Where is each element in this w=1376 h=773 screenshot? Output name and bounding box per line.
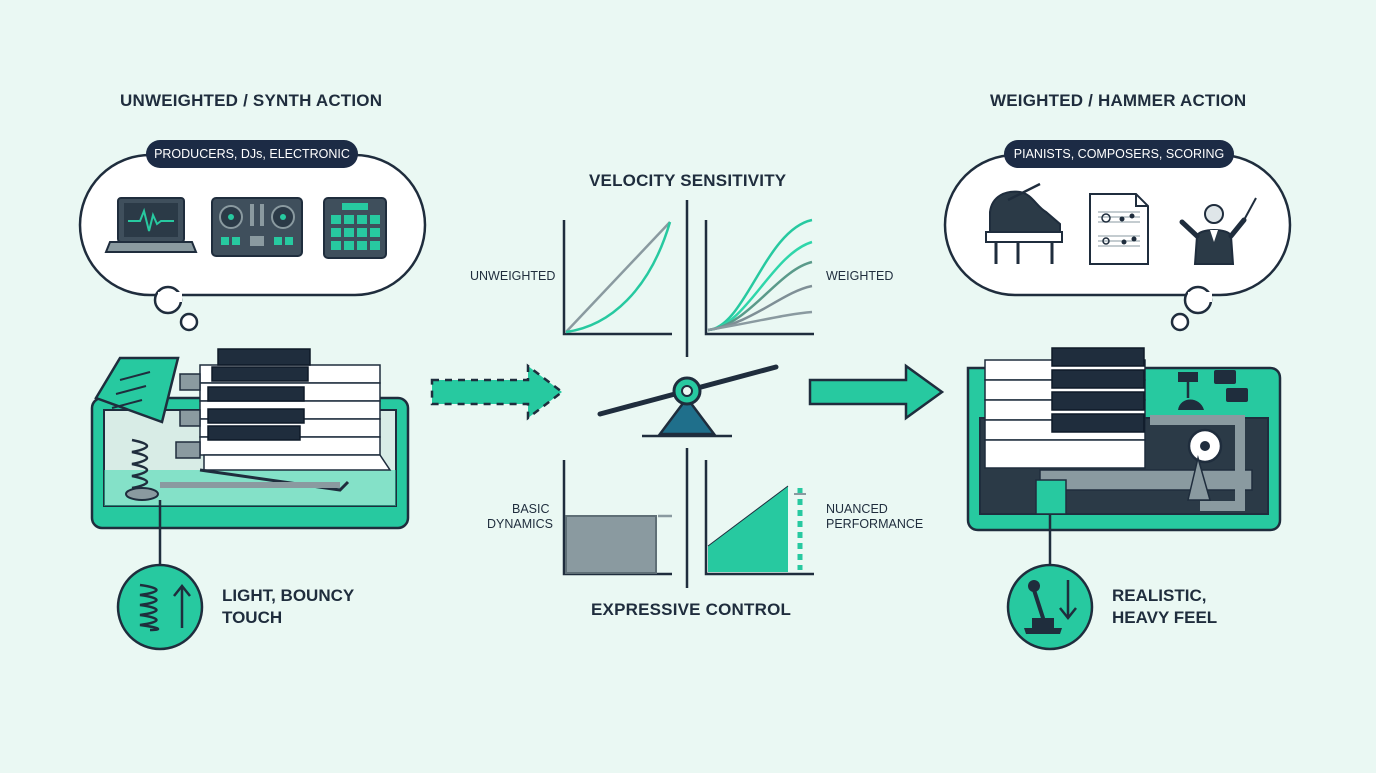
keyboard-spring — [125, 438, 159, 501]
left-title: UNWEIGHTED / SYNTH ACTION — [120, 91, 383, 110]
nuanced-label-line2: PERFORMANCE — [826, 517, 924, 531]
unweighted-velocity-graph — [562, 220, 672, 336]
basic-label-line1: BASIC — [512, 502, 550, 516]
lever-icon — [1006, 563, 1094, 651]
right-feel-line2: HEAVY FEEL — [1112, 608, 1218, 627]
sheet-music-icon — [1089, 193, 1149, 265]
dashed-arrow — [430, 363, 565, 421]
dj-controller-icon — [211, 197, 303, 257]
solid-arrow — [808, 363, 945, 421]
right-audience-badge: PIANISTS, COMPOSERS, SCORING — [1004, 140, 1234, 168]
drum-pad-icon — [323, 197, 387, 259]
weighted-velocity-graph — [704, 218, 814, 336]
nuanced-label-line1: NUANCED — [826, 502, 888, 516]
conductor-icon — [1179, 197, 1257, 265]
basic-dynamics-graph — [562, 460, 672, 576]
nuanced-performance-graph — [704, 460, 814, 576]
right-title: WEIGHTED / HAMMER ACTION — [990, 91, 1247, 110]
left-feel-line2: TOUCH — [222, 608, 283, 627]
basic-label-line2: DYNAMICS — [487, 517, 553, 531]
left-feel-line1: LIGHT, BOUNCY — [222, 586, 355, 605]
right-feel-line1: REALISTIC, — [1112, 586, 1207, 605]
unweighted-keyboard — [90, 348, 410, 530]
left-audience-badge: PRODUCERS, DJs, ELECTRONIC — [146, 140, 358, 168]
expressive-title: EXPRESSIVE CONTROL — [591, 600, 792, 619]
spring-icon — [116, 563, 204, 651]
grand-piano-icon — [985, 182, 1063, 264]
weighted-label: WEIGHTED — [826, 269, 894, 283]
weighted-keyboard — [966, 347, 1282, 532]
seesaw-icon — [597, 364, 779, 438]
unweighted-label: UNWEIGHTED — [470, 269, 556, 283]
laptop-icon — [104, 197, 198, 253]
velocity-title: VELOCITY SENSITIVITY — [589, 171, 787, 190]
